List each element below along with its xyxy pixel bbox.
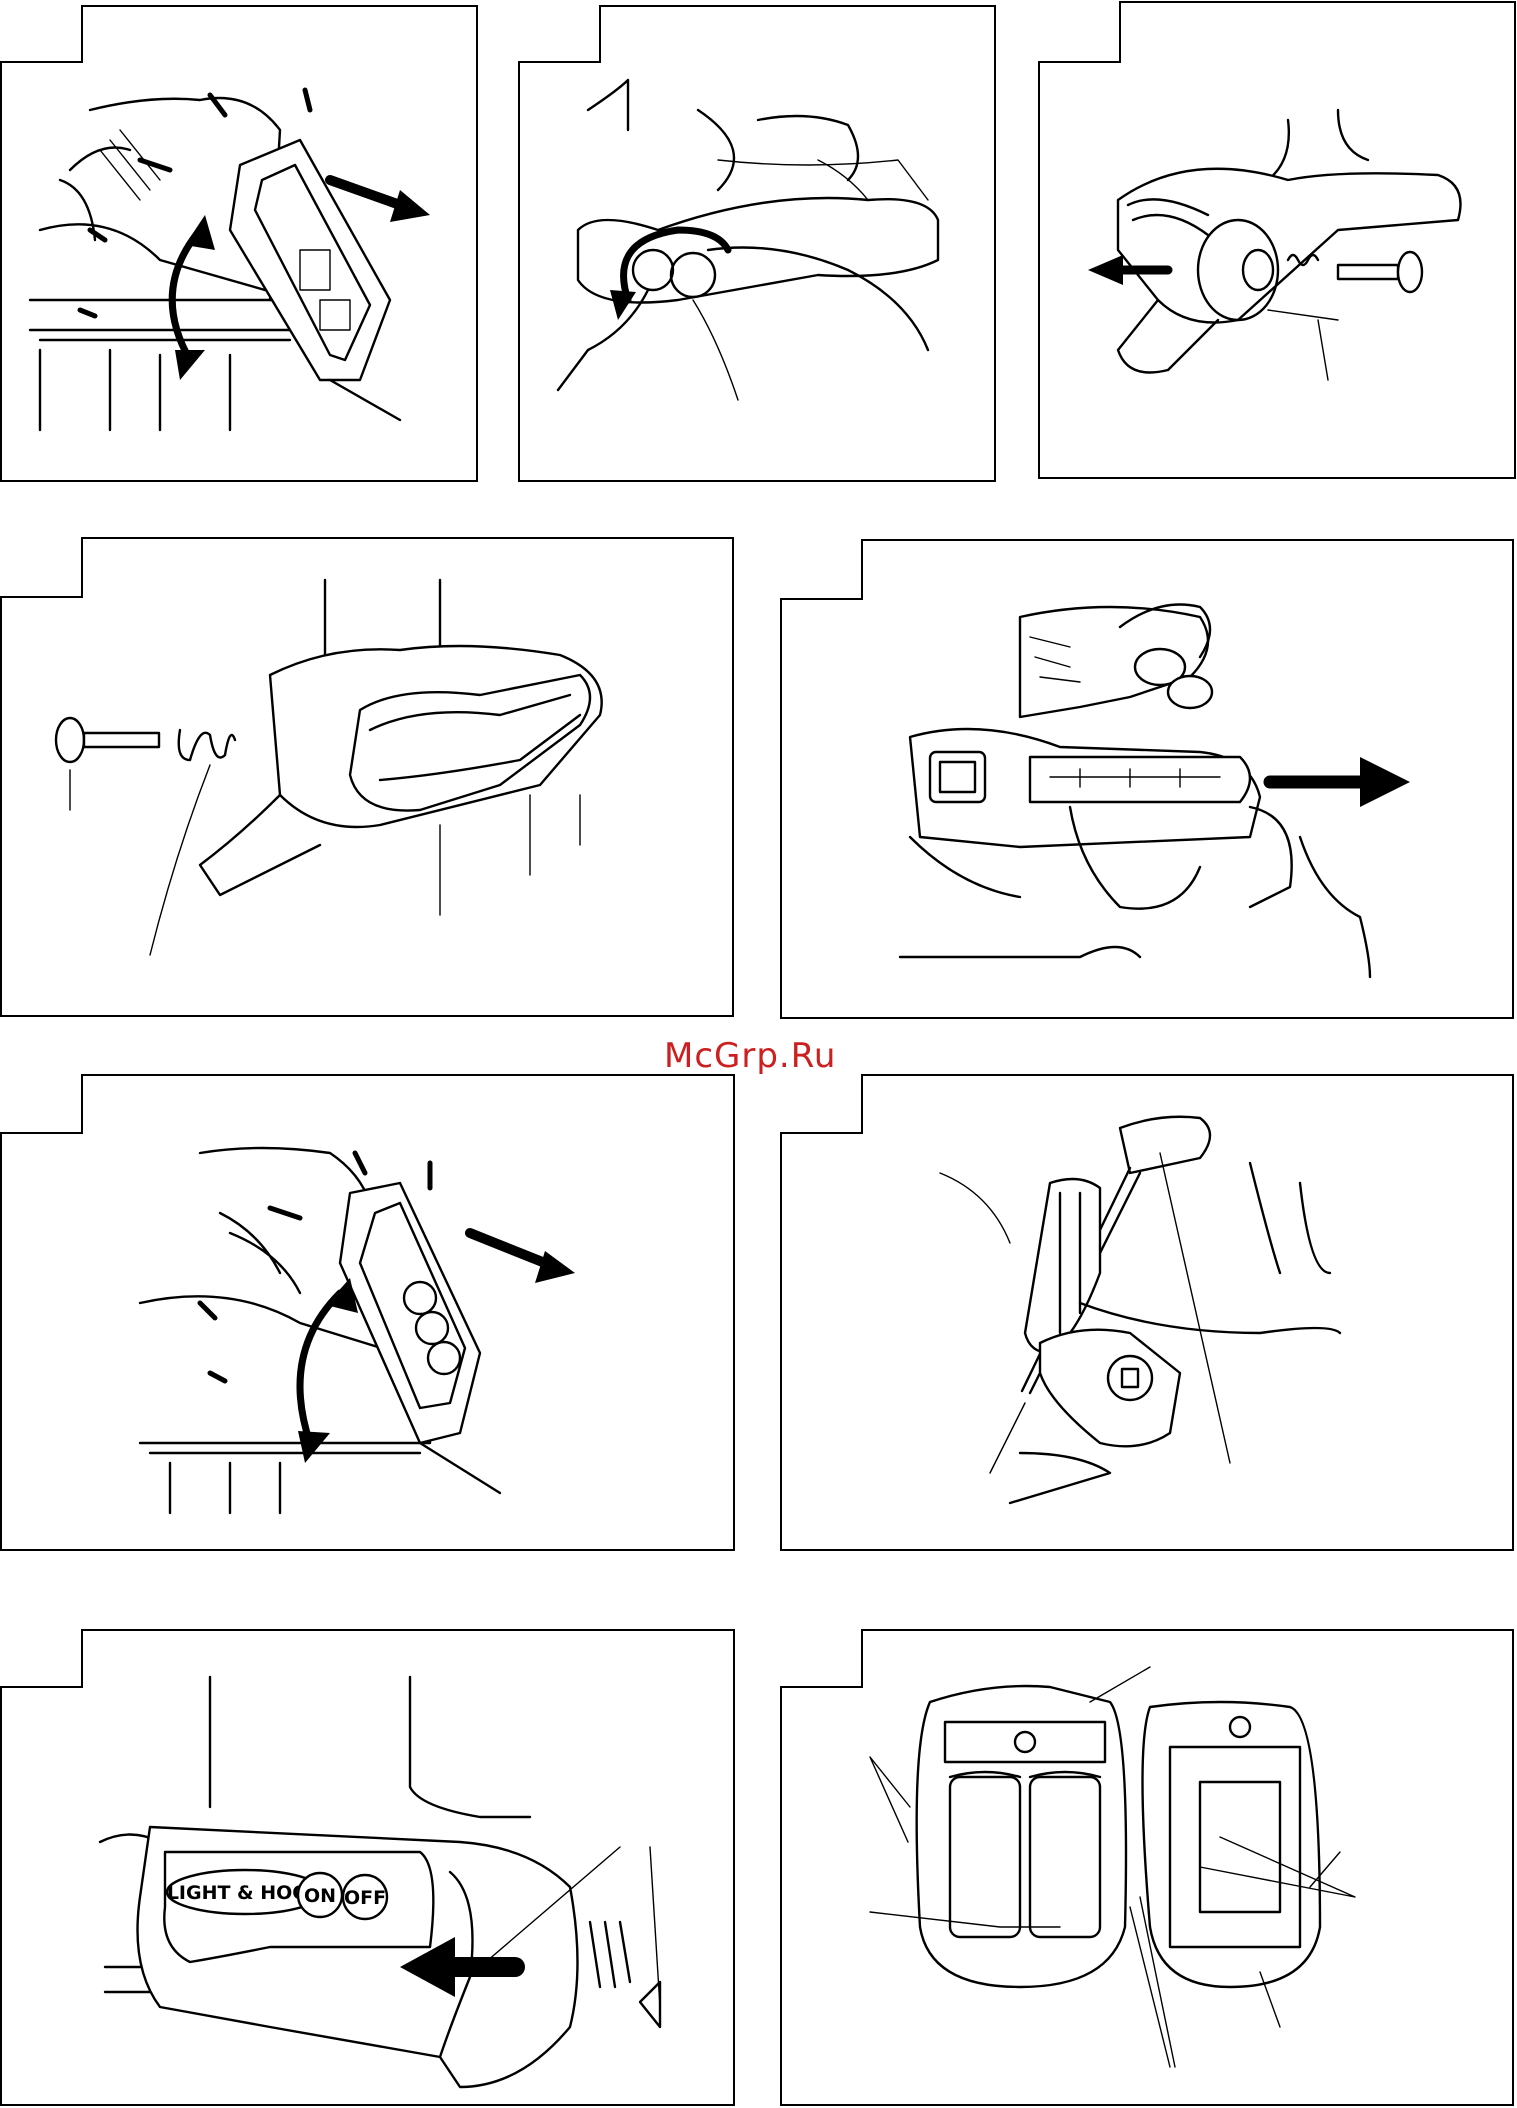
figure-6-drawing — [0, 1073, 738, 1554]
figure-5 — [780, 537, 1517, 1023]
figure-2-drawing — [518, 0, 998, 484]
figure-7-drawing — [780, 1073, 1517, 1554]
figure-9-drawing — [780, 1627, 1517, 2108]
figure-3 — [1038, 0, 1517, 484]
figure-7 — [780, 1073, 1517, 1554]
figure-1-drawing — [0, 0, 480, 484]
on-button-label: ON — [304, 1885, 336, 1907]
figure-3-drawing — [1038, 0, 1517, 484]
figure-9 — [780, 1627, 1517, 2108]
figure-5-drawing — [780, 537, 1517, 1023]
figure-8-drawing: LIGHT & HOOK ON OFF — [0, 1627, 738, 2108]
figure-2 — [518, 0, 998, 484]
off-button-label: OFF — [344, 1887, 386, 1909]
figure-1 — [0, 0, 480, 484]
figure-4 — [0, 535, 738, 1021]
figure-4-drawing — [0, 535, 738, 1021]
figure-6 — [0, 1073, 738, 1554]
watermark: McGrp.Ru — [664, 1036, 836, 1076]
figure-8: LIGHT & HOOK ON OFF — [0, 1627, 738, 2108]
